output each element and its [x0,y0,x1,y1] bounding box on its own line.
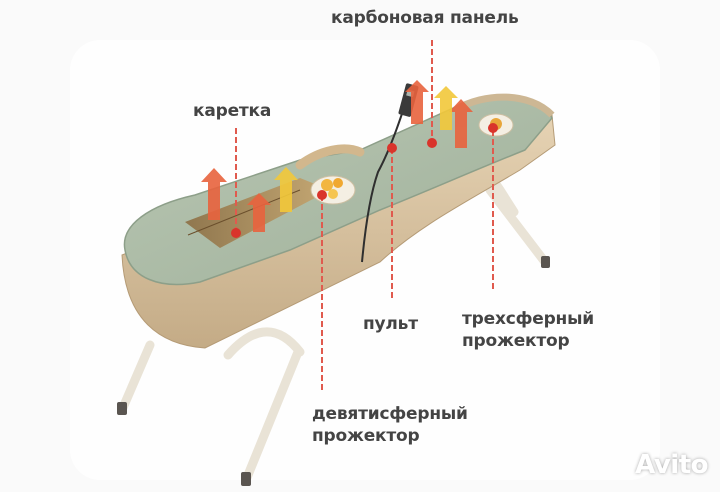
callout-dot [231,228,241,238]
neck-roll [295,144,365,170]
label-three-sphere-line2: прожектор [462,331,570,351]
callout-dot [387,143,397,153]
label-remote: пульт [363,314,418,334]
nine-sphere-projector [310,175,356,205]
light-arrow [434,86,458,130]
label-carbon-panel: карбоновая панель [331,8,519,28]
label-nine-sphere-line1: девятисферный [312,404,468,424]
heat-arrow [405,80,429,124]
leg-foot [241,472,251,486]
heat-arrow [201,168,227,220]
callout-dot [488,123,498,133]
callout-dot [427,138,437,148]
heat-arrow [449,99,473,148]
leg-foot [541,256,550,268]
callout-dot [317,190,327,200]
light-arrows [274,86,458,212]
heat-arrow [247,193,271,232]
leg-feet [117,256,550,486]
light-arrow [274,167,298,212]
heat-arrows [201,80,473,232]
watermark-logo: Avito [635,450,708,480]
label-carriage: каретка [193,101,272,121]
leg-foot [117,402,127,415]
label-three-sphere-line1: трехсферный [462,309,594,329]
callout-lines [235,40,494,392]
callout-dots [231,123,498,238]
label-nine-sphere-line2: прожектор [312,426,420,446]
watermark-text: Avito [635,450,708,480]
